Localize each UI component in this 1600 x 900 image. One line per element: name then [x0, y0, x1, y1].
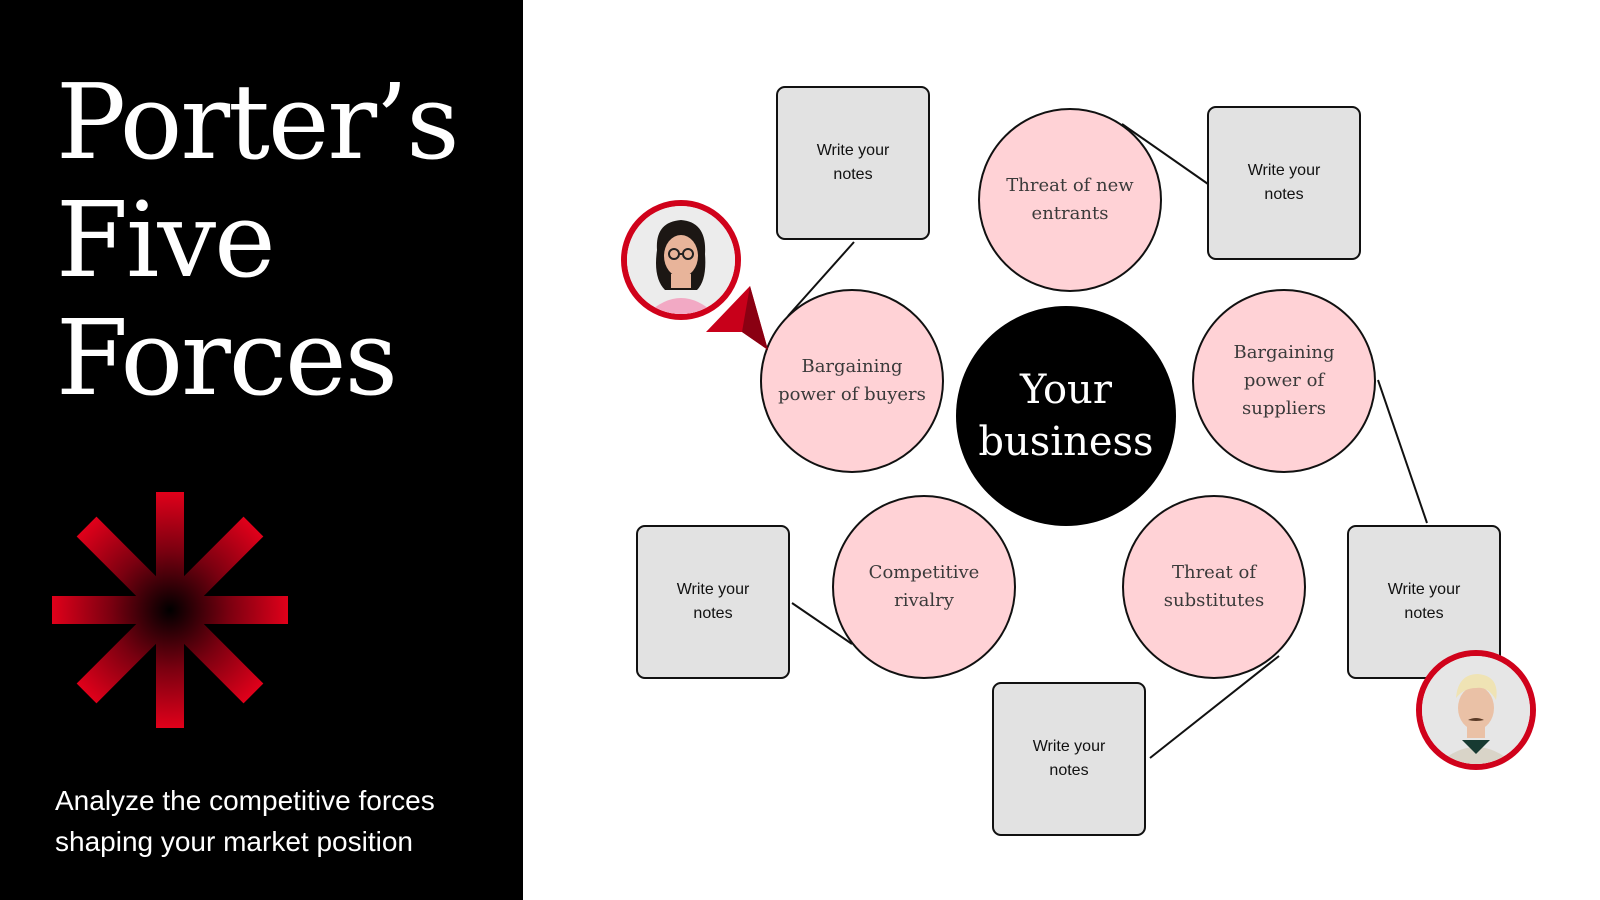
- connector-substitutes-note: [1149, 655, 1280, 759]
- avatar-portrait-icon: [627, 206, 735, 314]
- force-threat-of-substitutes[interactable]: Threat of substitutes: [1122, 495, 1306, 679]
- force-label: Bargaining power of suppliers: [1233, 342, 1335, 419]
- force-label: Threat of substitutes: [1163, 562, 1265, 611]
- force-label: Competitive rivalry: [868, 562, 980, 611]
- force-label: Threat of new entrants: [1006, 175, 1134, 224]
- force-bargaining-power-of-buyers[interactable]: Bargaining power of buyers: [760, 289, 944, 473]
- user-avatar-man: [1416, 650, 1536, 770]
- center-label: Your business: [978, 367, 1154, 465]
- note-text: Write your notes: [1387, 581, 1461, 622]
- connector-new-entrants-note: [1121, 123, 1209, 185]
- avatar-portrait-icon: [1422, 656, 1530, 764]
- note-box-buyers[interactable]: Write your notes: [776, 86, 930, 240]
- cursor-pointer-icon: [706, 286, 768, 350]
- note-text: Write your notes: [1247, 162, 1321, 203]
- user-avatar-woman: [621, 200, 741, 320]
- force-label: Bargaining power of buyers: [778, 356, 926, 405]
- note-text: Write your notes: [676, 581, 750, 622]
- center-your-business[interactable]: Your business: [956, 306, 1176, 526]
- note-text: Write your notes: [1032, 738, 1106, 779]
- force-threat-of-new-entrants[interactable]: Threat of new entrants: [978, 108, 1162, 292]
- subtitle: Analyze the competitive forces shaping y…: [55, 785, 435, 857]
- connector-buyers-note: [787, 241, 855, 317]
- title-line-2: Five: [56, 179, 276, 301]
- title-line-1: Porter’s: [56, 61, 460, 183]
- force-competitive-rivalry[interactable]: Competitive rivalry: [832, 495, 1016, 679]
- connector-rivalry-note: [791, 602, 853, 645]
- left-panel: Porter’s Five Forces Analyze the competi…: [0, 0, 523, 900]
- note-box-rivalry[interactable]: Write your notes: [636, 525, 790, 679]
- note-text: Write your notes: [816, 142, 890, 183]
- note-box-new-entrants[interactable]: Write your notes: [1207, 106, 1361, 260]
- force-bargaining-power-of-suppliers[interactable]: Bargaining power of suppliers: [1192, 289, 1376, 473]
- note-box-substitutes[interactable]: Write your notes: [992, 682, 1146, 836]
- title-line-3: Forces: [56, 297, 398, 419]
- connector-suppliers-note: [1377, 379, 1428, 524]
- red-asterisk-icon: [52, 492, 288, 728]
